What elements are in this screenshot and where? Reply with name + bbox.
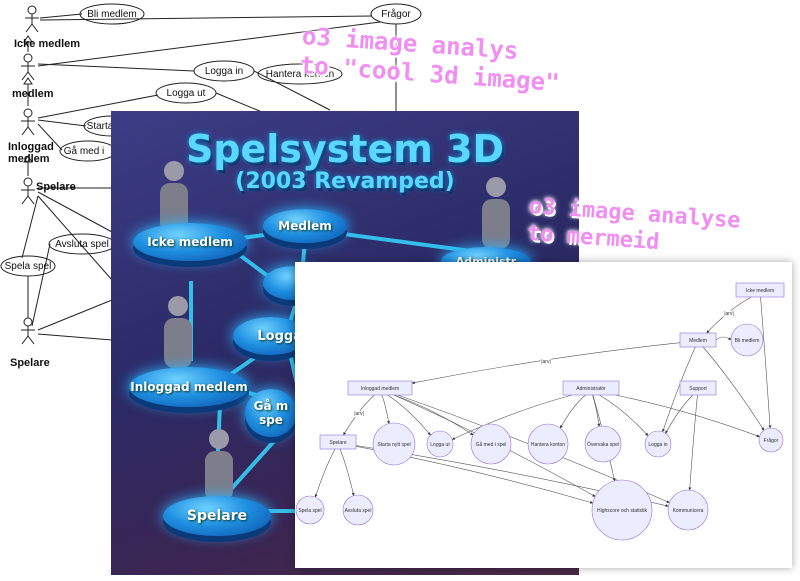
node-kommunicera	[667, 489, 709, 531]
render-subtitle: (2003 Revamped)	[235, 169, 455, 194]
node-ga-med-partial: Gå m spe	[245, 389, 297, 437]
usecase-label-fragor: Frågor	[381, 8, 411, 20]
node-spelare: Spelare	[163, 496, 271, 536]
node-label-support: Support	[689, 386, 707, 392]
node-label-starta: Starta nytt spel	[377, 442, 410, 448]
usecase-label-avsluta-spel: Avsluta spel	[55, 239, 109, 250]
usecase-label-bli-medlem: Bli medlem	[87, 9, 136, 20]
actor-spelare-top	[21, 177, 35, 205]
node-label-spelare: Spelare	[329, 440, 346, 446]
edge-label: |arv|	[724, 311, 734, 317]
actor-inloggad-medlem	[21, 108, 35, 136]
edge-label: |arv|	[541, 359, 551, 365]
usecase-label-logga-ut: Logga ut	[167, 88, 206, 99]
edge-icke-medlem	[706, 296, 752, 334]
actor-label-inloggad: Inloggad	[8, 141, 54, 153]
person-figure-icon	[482, 177, 510, 249]
node-label-fragor: Frågor	[764, 437, 779, 444]
node-label-spelaspel: Spela spel	[298, 508, 321, 514]
node-label-medlem: Medlem	[689, 338, 707, 344]
mermaid-edges: |arv| |arv| |arv|	[314, 296, 772, 508]
node-icke-medlem: Icke medlem	[133, 223, 247, 261]
node-label-icke: Icke medlem	[746, 288, 774, 294]
edge-medlem-fragor	[702, 346, 765, 431]
node-label-kommunicera: Kommunicera	[673, 508, 704, 514]
node-medlem: Medlem	[263, 209, 347, 243]
node-overvaka	[584, 425, 622, 463]
node-icke	[735, 282, 785, 298]
usecase-label-ga-med: Gå med i	[64, 145, 105, 157]
node-spelaspel	[295, 495, 325, 525]
node-label-hantera: Hantera konton	[531, 442, 565, 448]
node-label-loggaut: Logga ut	[430, 442, 450, 448]
node-label-highscore: Highscore och statistik	[597, 508, 648, 514]
node-admin	[562, 380, 620, 396]
edge-support-kommunicera	[688, 394, 698, 491]
edge-admin-loggaut	[451, 394, 573, 440]
edge-admin-hantera	[559, 394, 586, 429]
actor-spelare-bottom	[21, 317, 35, 345]
edge-icke-fragor	[760, 296, 772, 429]
edge-medlem-inloggad	[411, 342, 681, 385]
node-gamed	[470, 423, 512, 465]
node-loggaut	[426, 430, 454, 458]
edge-inloggad-starta	[381, 394, 390, 424]
actor-icke-medlem	[25, 5, 39, 33]
edge-medlem-bli	[715, 336, 732, 341]
node-label-inloggad: Inloggad medlem	[361, 386, 399, 392]
node-hantera	[527, 423, 569, 465]
person-figure-icon	[205, 429, 233, 501]
actor-label-inloggad-medlem-2: medlem	[8, 153, 50, 165]
node-support	[679, 380, 717, 396]
usecase-label-hantera-konton: Hantera konton	[266, 69, 334, 80]
node-label-gamed: Gå med i spel	[476, 441, 507, 448]
node-loggain	[644, 430, 672, 458]
actor-label-spelare-top: Spelare	[36, 181, 76, 193]
actor-label-inloggad-medlem: Inloggad medlem	[8, 141, 57, 165]
usecase-label-logga-in: Logga in	[205, 66, 243, 77]
node-fragor	[758, 427, 784, 453]
node-ga-med-line2: spe	[259, 413, 283, 427]
actor-medlem	[21, 53, 35, 81]
node-inloggad	[347, 380, 413, 396]
edge-inloggad-spelare	[343, 394, 375, 436]
usecase-label-starta: Starta	[87, 121, 114, 132]
node-label-bli: Bli medlem	[735, 338, 760, 344]
usecase-hantera-konton	[257, 63, 343, 85]
usecase-label-spela-spel: Spela spel	[5, 261, 52, 272]
edge-support-loggain	[665, 394, 694, 434]
node-medlem	[679, 332, 717, 348]
actor-label-medlem: medlem	[12, 88, 54, 100]
edge-label: |arv|	[354, 411, 364, 417]
edge-spelare-avsluta	[339, 448, 355, 496]
person-figure-icon	[160, 161, 188, 233]
edge-inloggad-gamed	[393, 394, 474, 436]
node-label-admin: Administratör	[576, 386, 606, 392]
node-label-avsluta: Avsluta spel	[345, 508, 372, 514]
actor-label-spelare-bottom: Spelare	[10, 357, 50, 369]
actor-label-icke-medlem: Icke medlem	[14, 38, 80, 50]
node-ga-med-line1: Gå m	[253, 399, 289, 413]
edge-medlem-loggain	[662, 346, 696, 433]
render-title: Spelsystem 3D	[185, 127, 505, 171]
node-inloggad-medlem: Inloggad medlem	[129, 367, 249, 407]
node-bli	[730, 323, 764, 357]
person-figure-icon	[164, 296, 192, 368]
edge-admin-loggain	[599, 394, 649, 436]
edge-inloggad-loggaut	[387, 394, 431, 436]
node-starta	[372, 422, 416, 466]
node-spelare	[319, 434, 357, 450]
node-label-loggain: Logga in	[648, 442, 667, 448]
node-highscore	[591, 479, 653, 541]
edge-spelare-spelaspel	[314, 448, 336, 498]
edge-admin-overvaka	[592, 394, 601, 427]
node-avsluta	[342, 494, 374, 526]
edge-admin-fragor	[615, 394, 760, 438]
node-label-overvaka: Övervaka spel	[587, 441, 619, 448]
